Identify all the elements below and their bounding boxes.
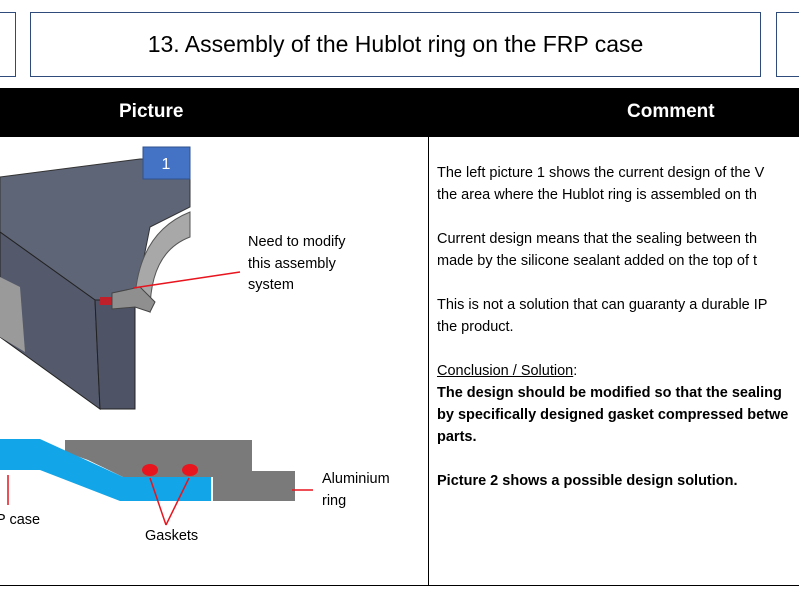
- ring-section: [65, 440, 295, 501]
- callout-modify: Need to modify this assembly system: [248, 232, 346, 297]
- line: The left picture 1 shows the current des…: [437, 165, 765, 181]
- column-divider: [428, 137, 429, 586]
- gasket-2: [182, 464, 198, 476]
- line: the product.: [437, 319, 514, 335]
- table-bottom-border: [0, 585, 799, 586]
- picture-badge: [142, 146, 191, 180]
- callout-line: system: [248, 277, 294, 293]
- label-frp-case: P case: [0, 512, 41, 528]
- comment-text: The left picture 1 shows the current des…: [437, 162, 799, 514]
- label-line: Aluminium: [322, 471, 390, 487]
- label-gaskets: Gaskets: [145, 528, 199, 544]
- line: made by the silicone sealant added on th…: [437, 253, 758, 269]
- comment-p3: This is not a solution that can guaranty…: [437, 294, 799, 338]
- line: Current design means that the sealing be…: [437, 231, 758, 247]
- comment-p1: The left picture 1 shows the current des…: [437, 162, 799, 206]
- callout-arrow: [132, 271, 241, 289]
- case-left-curve: [0, 277, 25, 352]
- seal-red: [100, 297, 112, 305]
- callout-line: Need to modify: [248, 234, 346, 250]
- label-line: ring: [322, 492, 347, 509]
- case-3d-render: 1: [0, 146, 241, 411]
- line: by specifically designed gasket compress…: [437, 407, 789, 423]
- right-slide-box: [776, 12, 799, 77]
- slide-title: 13. Assembly of the Hublot ring on the F…: [30, 12, 761, 77]
- left-slide-box: [0, 12, 16, 77]
- callout-line: this assembly: [248, 255, 336, 272]
- header-picture: Picture: [119, 101, 184, 122]
- gasket-arrow-1: [149, 477, 167, 526]
- cross-section-diagram: [0, 439, 313, 526]
- case-side-face: [94, 299, 136, 410]
- line: This is not a solution that can guaranty…: [437, 297, 768, 313]
- frp-case-section: [0, 439, 211, 501]
- comment-p2: Current design means that the sealing be…: [437, 228, 799, 272]
- header-comment: Comment: [627, 101, 715, 122]
- colon: :: [573, 363, 578, 379]
- comment-conclusion: Conclusion / Solution: The design should…: [437, 360, 799, 448]
- comment-p5: Picture 2 shows a possible design soluti…: [437, 473, 738, 489]
- line: the area where the Hublot ring is assemb…: [437, 187, 757, 203]
- conclusion-heading: Conclusion / Solution: [437, 363, 574, 379]
- line: The design should be modified so that th…: [437, 385, 782, 401]
- table-header: Picture Comment: [0, 88, 799, 137]
- line: parts.: [437, 429, 477, 445]
- gasket-1: [142, 464, 158, 476]
- picture-badge-number: 1: [162, 156, 171, 173]
- gasket-arrow-2: [165, 477, 190, 526]
- label-aluminium-ring: Aluminium ring: [322, 469, 390, 512]
- slide-title-text: 13. Assembly of the Hublot ring on the F…: [147, 31, 644, 57]
